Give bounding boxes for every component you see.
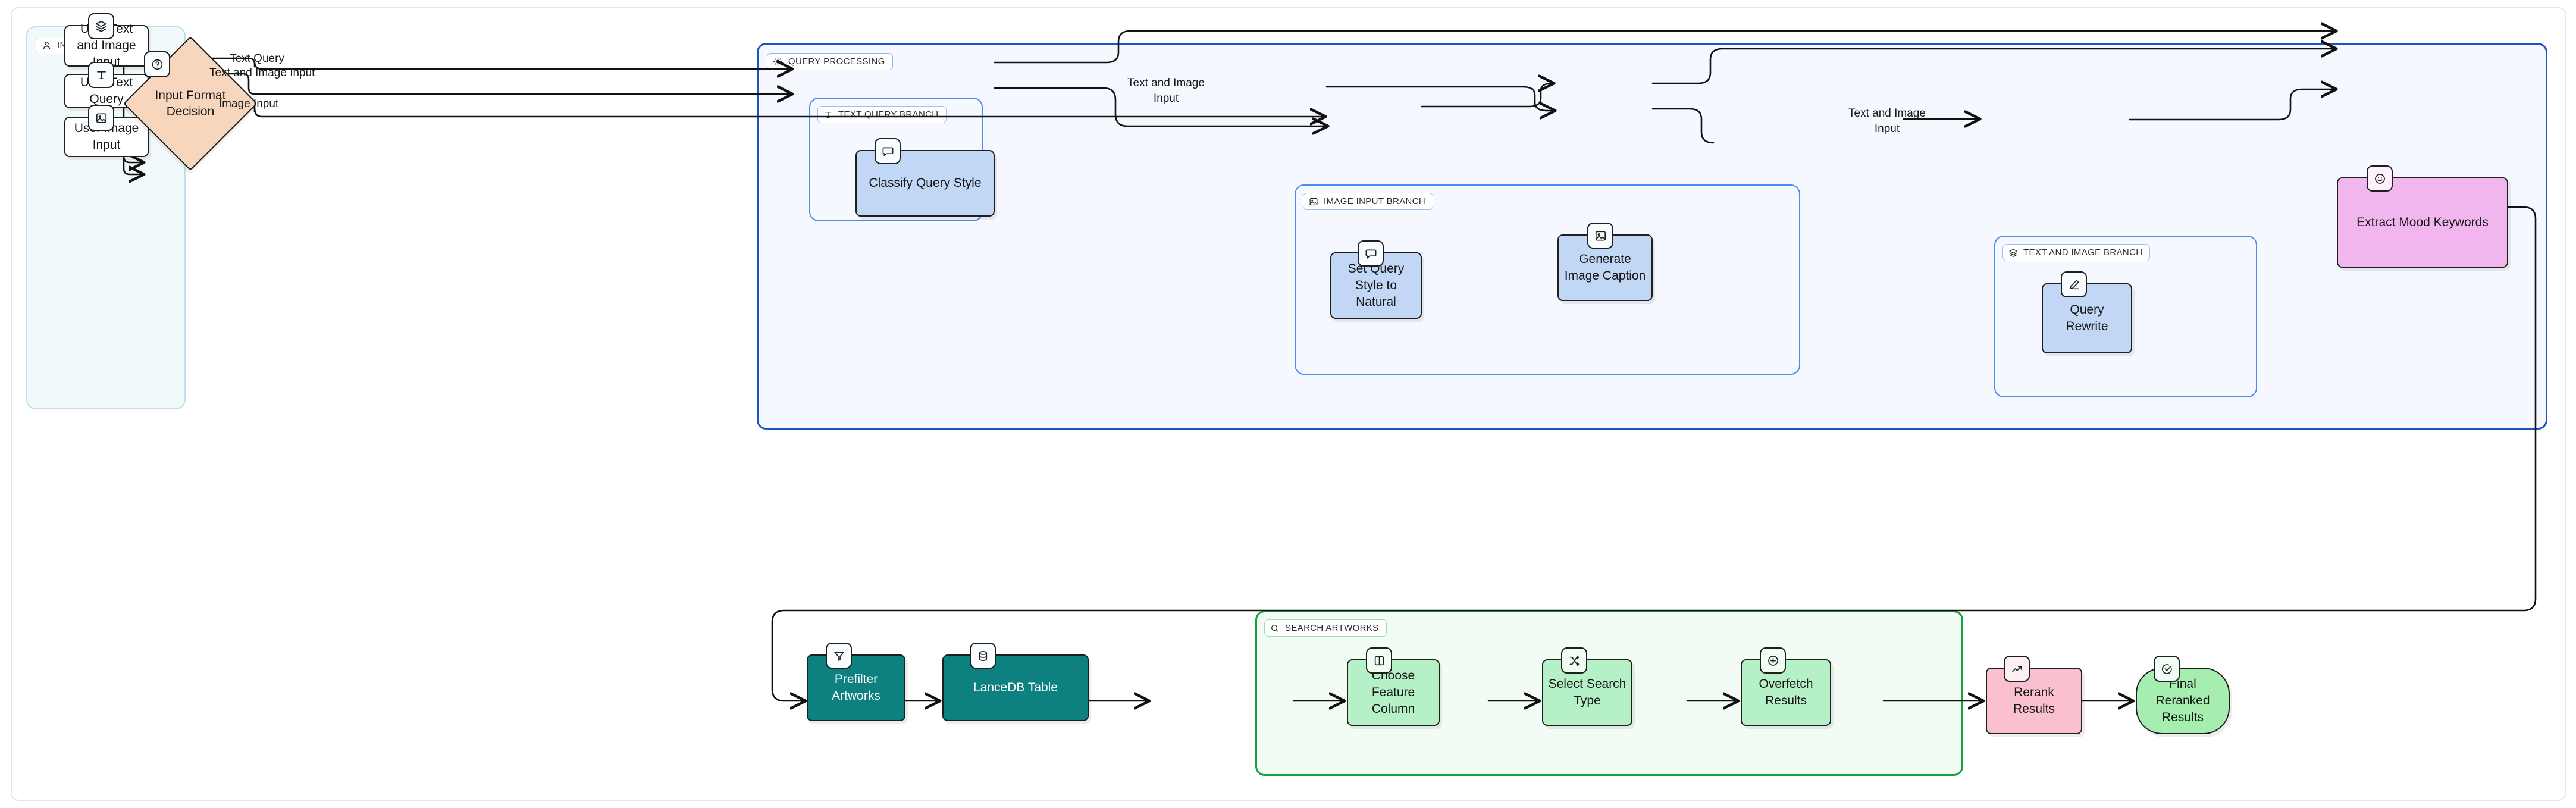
image-icon	[1309, 197, 1318, 206]
subgraph-query-processing-title: QUERY PROCESSING	[767, 53, 893, 70]
edge-label-text-and-image-input-3: Text and Image Input	[1839, 106, 1935, 136]
smiley-icon	[2367, 165, 2393, 192]
node-choose-feature-column[interactable]: Choose Feature Column	[1347, 647, 1440, 726]
person-icon	[42, 40, 52, 51]
node-label: Overfetch Results	[1759, 677, 1813, 707]
layers-icon	[2008, 248, 2018, 258]
node-prefilter-artworks[interactable]: Prefilter Artworks	[807, 643, 905, 721]
edge-label-line: Text and Image Input	[1848, 107, 1926, 135]
node-label: Prefilter Artworks	[832, 672, 880, 703]
edge-label-image-input: Image Input	[218, 98, 279, 110]
subgraph-text-query-branch-label: TEXT QUERY BRANCH	[838, 109, 939, 120]
subgraph-query-processing-label: QUERY PROCESSING	[788, 57, 885, 67]
node-label: Final Reranked Results	[2155, 677, 2210, 724]
subgraph-image-input-branch-label: IMAGE INPUT BRANCH	[1324, 196, 1426, 206]
layers-icon	[88, 13, 114, 39]
database-icon	[970, 643, 996, 669]
edge-label-line: Text and Image Input	[209, 67, 315, 79]
node-label: Generate Image Caption	[1564, 252, 1646, 283]
image-icon	[88, 105, 114, 131]
node-label: Classify Query Style	[869, 176, 982, 190]
node-generate-image-caption[interactable]: Generate Image Caption	[1557, 223, 1653, 301]
edge-label-line: Text and Image Input	[1127, 77, 1205, 105]
node-select-search-type[interactable]: Select Search Type	[1542, 647, 1632, 726]
subgraph-text-query-branch-title: TEXT QUERY BRANCH	[817, 106, 947, 123]
text-t-icon	[88, 62, 114, 88]
edge-label-text-and-image-input-2: Text and Image Input	[1118, 76, 1214, 106]
subgraph-text-and-image-branch-label: TEXT AND IMAGE BRANCH	[2023, 248, 2143, 258]
chat-bubble-icon	[875, 138, 901, 164]
node-rerank-results[interactable]: Rerank Results	[1986, 656, 2082, 734]
node-user-text-and-image-input[interactable]: User Text and Image Input	[64, 13, 149, 69]
node-label: LanceDB Table	[973, 681, 1058, 695]
trending-up-icon	[2004, 656, 2030, 682]
node-label: Set Query Style to Natural	[1347, 262, 1405, 309]
text-t-icon	[823, 110, 833, 120]
node-label: Extract Mood Keywords	[2356, 215, 2489, 230]
node-set-query-style-to-natural[interactable]: Set Query Style to Natural	[1330, 240, 1422, 319]
node-overfetch-results[interactable]: Overfetch Results	[1741, 647, 1831, 726]
node-lancedb-table[interactable]: LanceDB Table	[942, 643, 1089, 721]
node-query-rewrite[interactable]: Query Rewrite	[2042, 271, 2132, 353]
subgraph-search-artworks-title: SEARCH ARTWORKS	[1264, 619, 1387, 637]
node-label: Select Search Type	[1548, 677, 1627, 707]
subgraph-text-and-image-branch-title: TEXT AND IMAGE BRANCH	[2002, 244, 2151, 261]
filter-icon	[826, 643, 852, 669]
node-label: Choose Feature Column	[1371, 669, 1415, 716]
node-extract-mood-keywords[interactable]: Extract Mood Keywords	[2337, 165, 2508, 268]
node-label: Query Rewrite	[2066, 303, 2108, 333]
search-icon	[1270, 624, 1280, 633]
question-icon	[144, 51, 170, 77]
subgraph-image-input-branch-title: IMAGE INPUT BRANCH	[1303, 193, 1434, 210]
node-label: Rerank Results	[2013, 685, 2055, 716]
chat-bubble-icon	[1358, 240, 1384, 267]
node-final-reranked-results[interactable]: Final Reranked Results	[2136, 656, 2230, 734]
edge-label-text-query: Text Query	[230, 52, 284, 65]
node-user-image-input[interactable]: User Image Input	[64, 105, 149, 157]
check-circle-icon	[2154, 656, 2180, 682]
image-icon	[1587, 223, 1613, 249]
subgraph-search-artworks-label: SEARCH ARTWORKS	[1285, 623, 1379, 633]
node-classify-query-style[interactable]: Classify Query Style	[855, 138, 995, 217]
pencil-icon	[2061, 271, 2087, 297]
columns-icon	[1366, 647, 1392, 674]
shuffle-icon	[1561, 647, 1587, 674]
plus-circle-icon	[1760, 647, 1786, 674]
gear-icon	[773, 57, 783, 67]
edge-label-text-and-image-input-1: Text and Image Input	[209, 65, 315, 81]
